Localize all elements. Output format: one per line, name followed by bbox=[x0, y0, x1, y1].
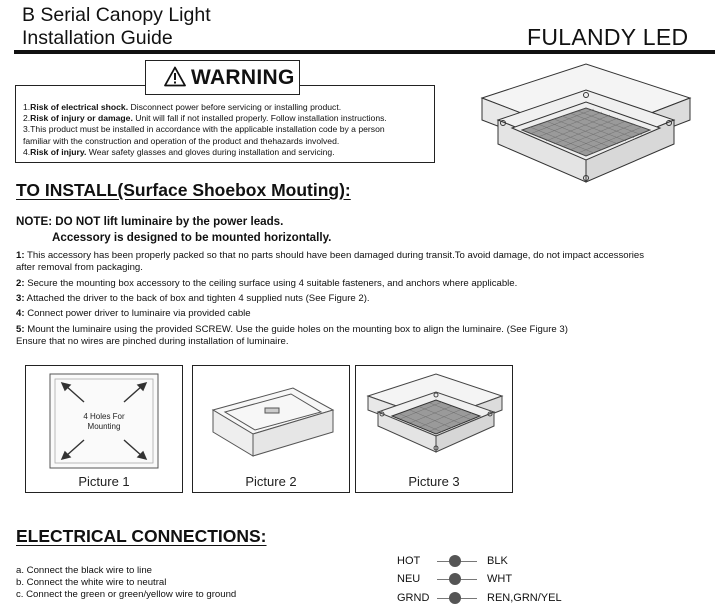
wire-row-neutral: NEU WHT bbox=[397, 572, 697, 588]
picture-3-caption: Picture 3 bbox=[408, 474, 460, 489]
header-rule bbox=[14, 50, 715, 54]
picture-2-frame: Picture 2 bbox=[192, 365, 350, 493]
electrical-line: b. Connect the white wire to neutral bbox=[16, 577, 167, 588]
holes-label: 4 Holes For Mounting bbox=[83, 412, 125, 431]
wire-label: GRND bbox=[397, 592, 430, 604]
picture-3-frame: Picture 3 bbox=[355, 365, 513, 493]
warning-heading: WARNING bbox=[191, 66, 295, 89]
wire-row-ground: GRND REN,GRN/YEL bbox=[397, 591, 697, 607]
warning-item: 1.Risk of electrical shock. Disconnect p… bbox=[23, 102, 342, 112]
picture-1-caption: Picture 1 bbox=[78, 474, 130, 489]
install-step: 3: Attached the driver to the back of bo… bbox=[16, 293, 370, 304]
install-step: 2: Secure the mounting box accessory to … bbox=[16, 278, 518, 289]
install-step: 5: Mount the luminaire using the provide… bbox=[16, 324, 568, 347]
wire-color: WHT bbox=[487, 573, 513, 585]
warning-tab: WARNING bbox=[145, 60, 300, 95]
wire-connector-icon bbox=[449, 592, 461, 604]
driver-box-illustration bbox=[211, 387, 335, 457]
install-step: 4: Connect power driver to luminaire via… bbox=[16, 308, 251, 319]
picture-2-caption: Picture 2 bbox=[245, 474, 297, 489]
warning-item: 2.Risk of injury or damage. Unit will fa… bbox=[23, 113, 387, 124]
install-step: 1: This accessory has been properly pack… bbox=[16, 250, 645, 273]
picture-1-frame: 4 Holes For Mounting Picture 1 bbox=[25, 365, 183, 493]
luminaire-assembly-illustration bbox=[366, 373, 504, 453]
electrical-heading: ELECTRICAL CONNECTIONS: bbox=[16, 526, 267, 546]
electrical-line: a. Connect the black wire to line bbox=[16, 565, 152, 576]
install-heading: TO INSTALL(Surface Shoebox Mouting): bbox=[16, 180, 351, 200]
install-note-line2: Accessory is designed to be mounted hori… bbox=[52, 231, 332, 244]
install-note-line1: NOTE: DO NOT lift luminaire by the power… bbox=[16, 215, 284, 228]
warning-item: 3.This product must be installed in acco… bbox=[23, 124, 385, 135]
wire-label: HOT bbox=[397, 555, 421, 567]
wire-color: BLK bbox=[487, 555, 508, 567]
canopy-light-illustration bbox=[480, 63, 692, 183]
warning-triangle-icon bbox=[164, 66, 186, 87]
electrical-line: c. Connect the green or green/yellow wir… bbox=[16, 589, 237, 600]
warning-item: 4.Risk of injury. Wear safety glasses an… bbox=[23, 146, 335, 157]
doc-title-line2: Installation Guide bbox=[22, 27, 173, 49]
warning-item: familiar with the construction and opera… bbox=[23, 135, 340, 146]
doc-title-line1: B Serial Canopy Light bbox=[22, 4, 211, 26]
wire-connector-icon bbox=[449, 555, 461, 567]
brand-name: FULANDY LED bbox=[527, 24, 689, 50]
wire-connector-icon bbox=[449, 573, 461, 585]
electrical-instructions: a. Connect the black wire to line b. Con… bbox=[16, 565, 236, 601]
mounting-box-topview-illustration bbox=[49, 373, 159, 469]
warning-list: 1.Risk of electrical shock. Disconnect p… bbox=[23, 102, 433, 158]
wire-color: REN,GRN/YEL bbox=[487, 592, 562, 604]
wire-row-hot: HOT BLK bbox=[397, 554, 697, 570]
wire-label: NEU bbox=[397, 573, 421, 585]
